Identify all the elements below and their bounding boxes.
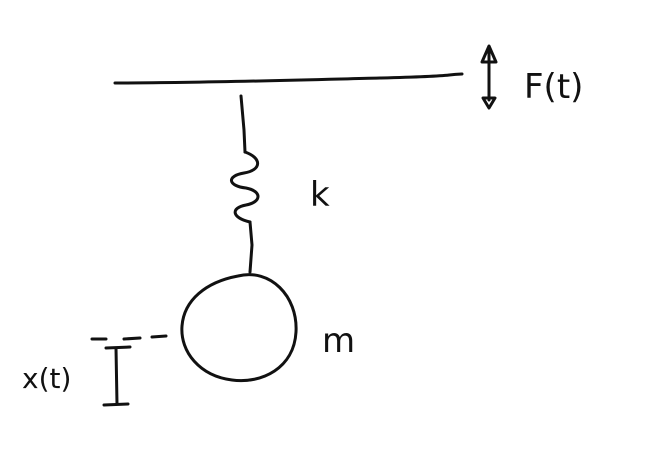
displacement-marker <box>102 345 132 407</box>
displacement-label: x(t) <box>22 362 71 395</box>
mass-label: m <box>322 321 355 361</box>
mass-body <box>180 273 298 383</box>
support-beam <box>113 72 464 85</box>
spring-bottom-wire <box>248 220 254 274</box>
force-label: F(t) <box>524 67 583 107</box>
equilibrium-reference-line <box>90 334 168 341</box>
spring-top-wire <box>239 94 247 154</box>
force-arrow <box>480 44 498 110</box>
spring-label: k <box>310 175 330 215</box>
spring-coil <box>230 150 260 224</box>
